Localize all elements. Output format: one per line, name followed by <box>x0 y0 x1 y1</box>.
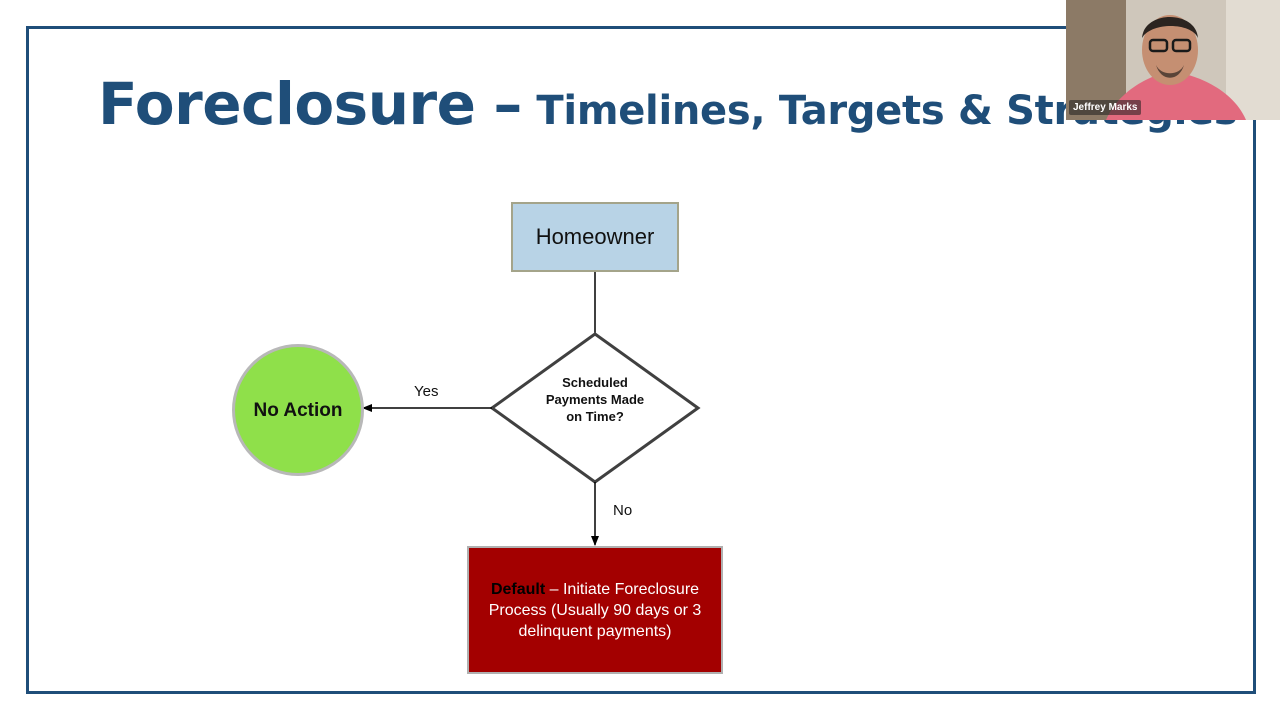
decision-label: Scheduled Payments Made on Time? <box>545 375 645 424</box>
no-label: No <box>613 502 633 519</box>
webcam-video-tile[interactable]: Jeffrey Marks <box>1066 0 1280 120</box>
default-node: Default – Initiate Foreclosure Process (… <box>467 546 723 674</box>
title-dash: – <box>493 70 523 138</box>
default-text: Default – Initiate Foreclosure Process (… <box>477 579 713 642</box>
default-description: – Initiate Foreclosure Process (Usually … <box>488 580 702 640</box>
homeowner-label: Homeowner <box>535 224 655 249</box>
yes-label: Yes <box>414 383 439 400</box>
homeowner-node: Homeowner <box>511 202 679 272</box>
title-main: Foreclosure <box>98 70 476 138</box>
no-action-label: No Action <box>253 399 343 421</box>
default-bold-label: Default <box>490 580 546 598</box>
participant-name-label: Jeffrey Marks <box>1069 100 1142 115</box>
no-action-node: No Action <box>232 344 364 476</box>
